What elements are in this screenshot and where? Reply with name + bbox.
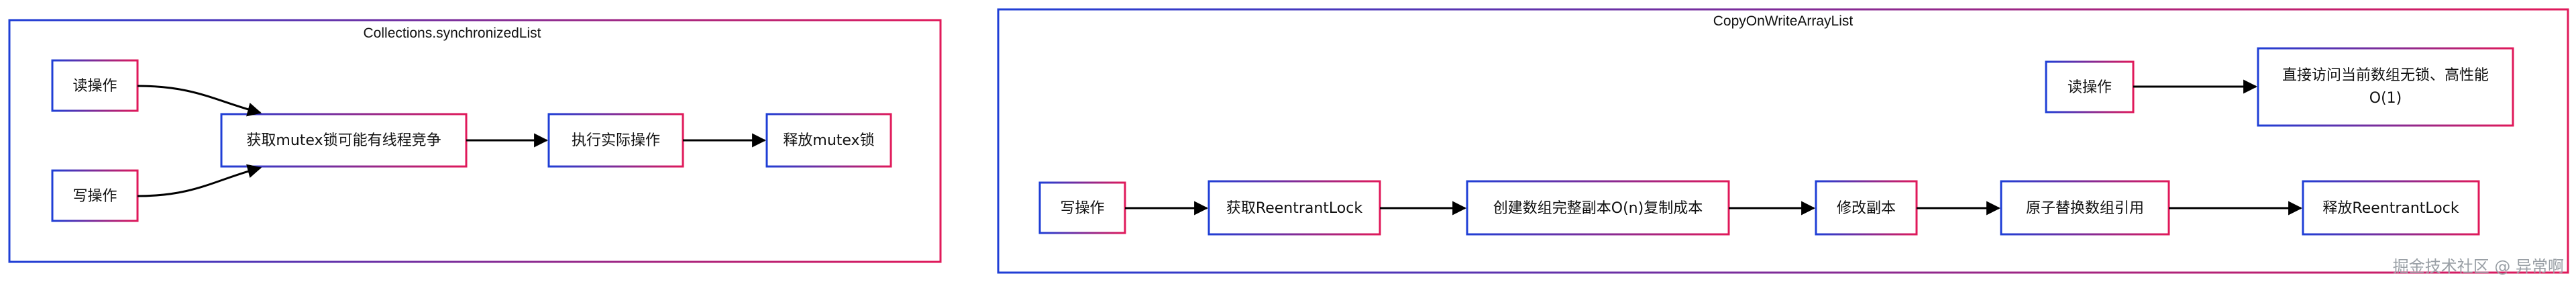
copy-on-write-title: CopyOnWriteArrayList [1713,13,1854,29]
cow-direct-access-label-line1: 直接访问当前数组无锁、高性能 [2282,67,2489,84]
cow-modify-copy-label: 修改副本 [1837,200,1896,217]
sync-acquire-lock-node: 获取mutex锁可能有线程竞争 [220,113,468,168]
cow-read-label: 读操作 [2068,79,2112,96]
cow-acquire-lock-label: 获取ReentrantLock [1226,200,1362,217]
sync-read-label: 读操作 [72,78,117,95]
sync-read-to-acquire-arrow [137,85,262,117]
cow-release-lock-label: 释放ReentrantLock [2322,200,2459,217]
cow-copy-array-node: 创建数组完整副本O(n)复制成本 [1466,180,1730,236]
sync-release-lock-node: 释放mutex锁 [765,113,892,168]
copy-on-write-group: CopyOnWriteArrayList 读操作 直接访问当前数组无锁、高性能 … [997,8,2569,274]
cow-direct-access-label-line2: O(1) [2369,90,2402,107]
sync-write-to-acquire-arrow [137,164,262,197]
cow-read-node: 读操作 [2045,60,2135,113]
synchronized-list-title: Collections.synchronizedList [364,26,541,41]
cow-copy-array-label: 创建数组完整副本O(n)复制成本 [1493,200,1703,217]
sync-release-lock-label: 释放mutex锁 [783,132,874,149]
cow-write-node: 写操作 [1038,181,1126,234]
synchronized-list-group: Collections.synchronizedList 读操作 写操作 获取m… [8,19,942,263]
cow-release-lock-node: 释放ReentrantLock [2302,180,2480,236]
cow-write-label: 写操作 [1060,200,1104,217]
sync-execute-node: 执行实际操作 [547,113,684,168]
synchronized-list-frame [8,19,942,263]
sync-acquire-lock-label: 获取mutex锁可能有线程竞争 [246,132,441,149]
sync-execute-label: 执行实际操作 [572,132,660,149]
watermark-text: 掘金技术社区 @ 异常啊 [2393,257,2564,276]
sync-write-label: 写操作 [72,188,117,205]
cow-swap-reference-label: 原子替换数组引用 [2026,200,2144,217]
sync-read-node: 读操作 [51,59,139,112]
cow-direct-access-node: 直接访问当前数组无锁、高性能 O(1) [2257,47,2514,127]
cow-acquire-lock-node: 获取ReentrantLock [1208,180,1381,236]
sync-write-node: 写操作 [51,169,139,222]
cow-swap-reference-node: 原子替换数组引用 [2000,180,2170,236]
cow-modify-copy-node: 修改副本 [1815,180,1918,236]
copy-on-write-frame [997,8,2569,274]
